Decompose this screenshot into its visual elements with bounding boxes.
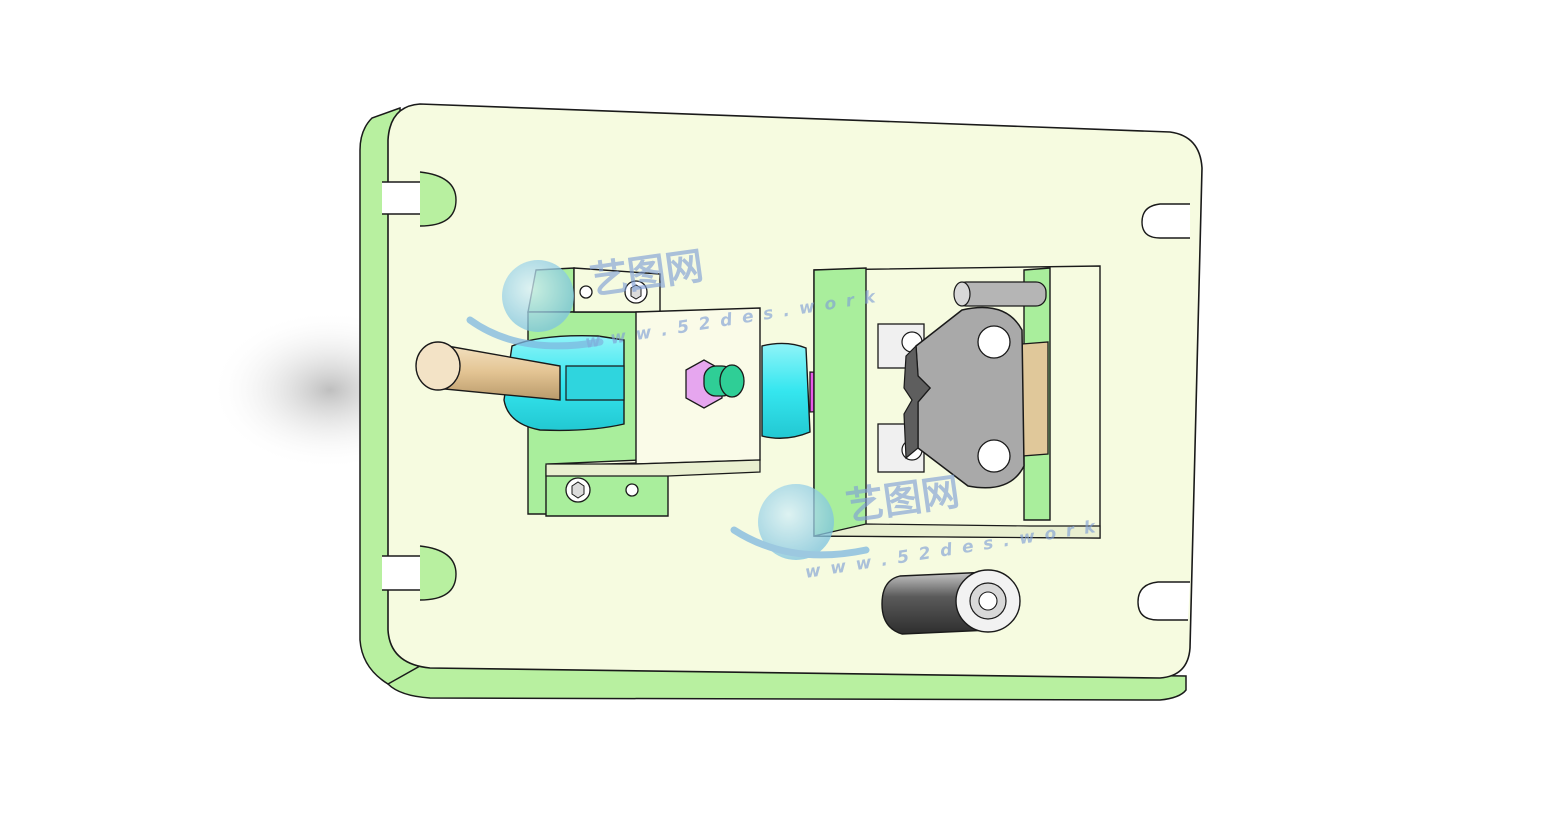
- cam-hub: [503, 335, 625, 432]
- handle-pin: [415, 341, 561, 401]
- screw-hole: [579, 285, 593, 299]
- workpiece-hole: [977, 325, 1011, 359]
- globe-icon: [758, 484, 834, 560]
- tan-spacer: [1021, 341, 1049, 457]
- workpiece-hole: [977, 439, 1011, 473]
- right-support-block: [813, 265, 1101, 539]
- slider-block: [545, 307, 761, 477]
- screw-hole: [625, 483, 639, 497]
- globe-icon: [502, 260, 574, 332]
- locator-cylinder: [881, 569, 1021, 635]
